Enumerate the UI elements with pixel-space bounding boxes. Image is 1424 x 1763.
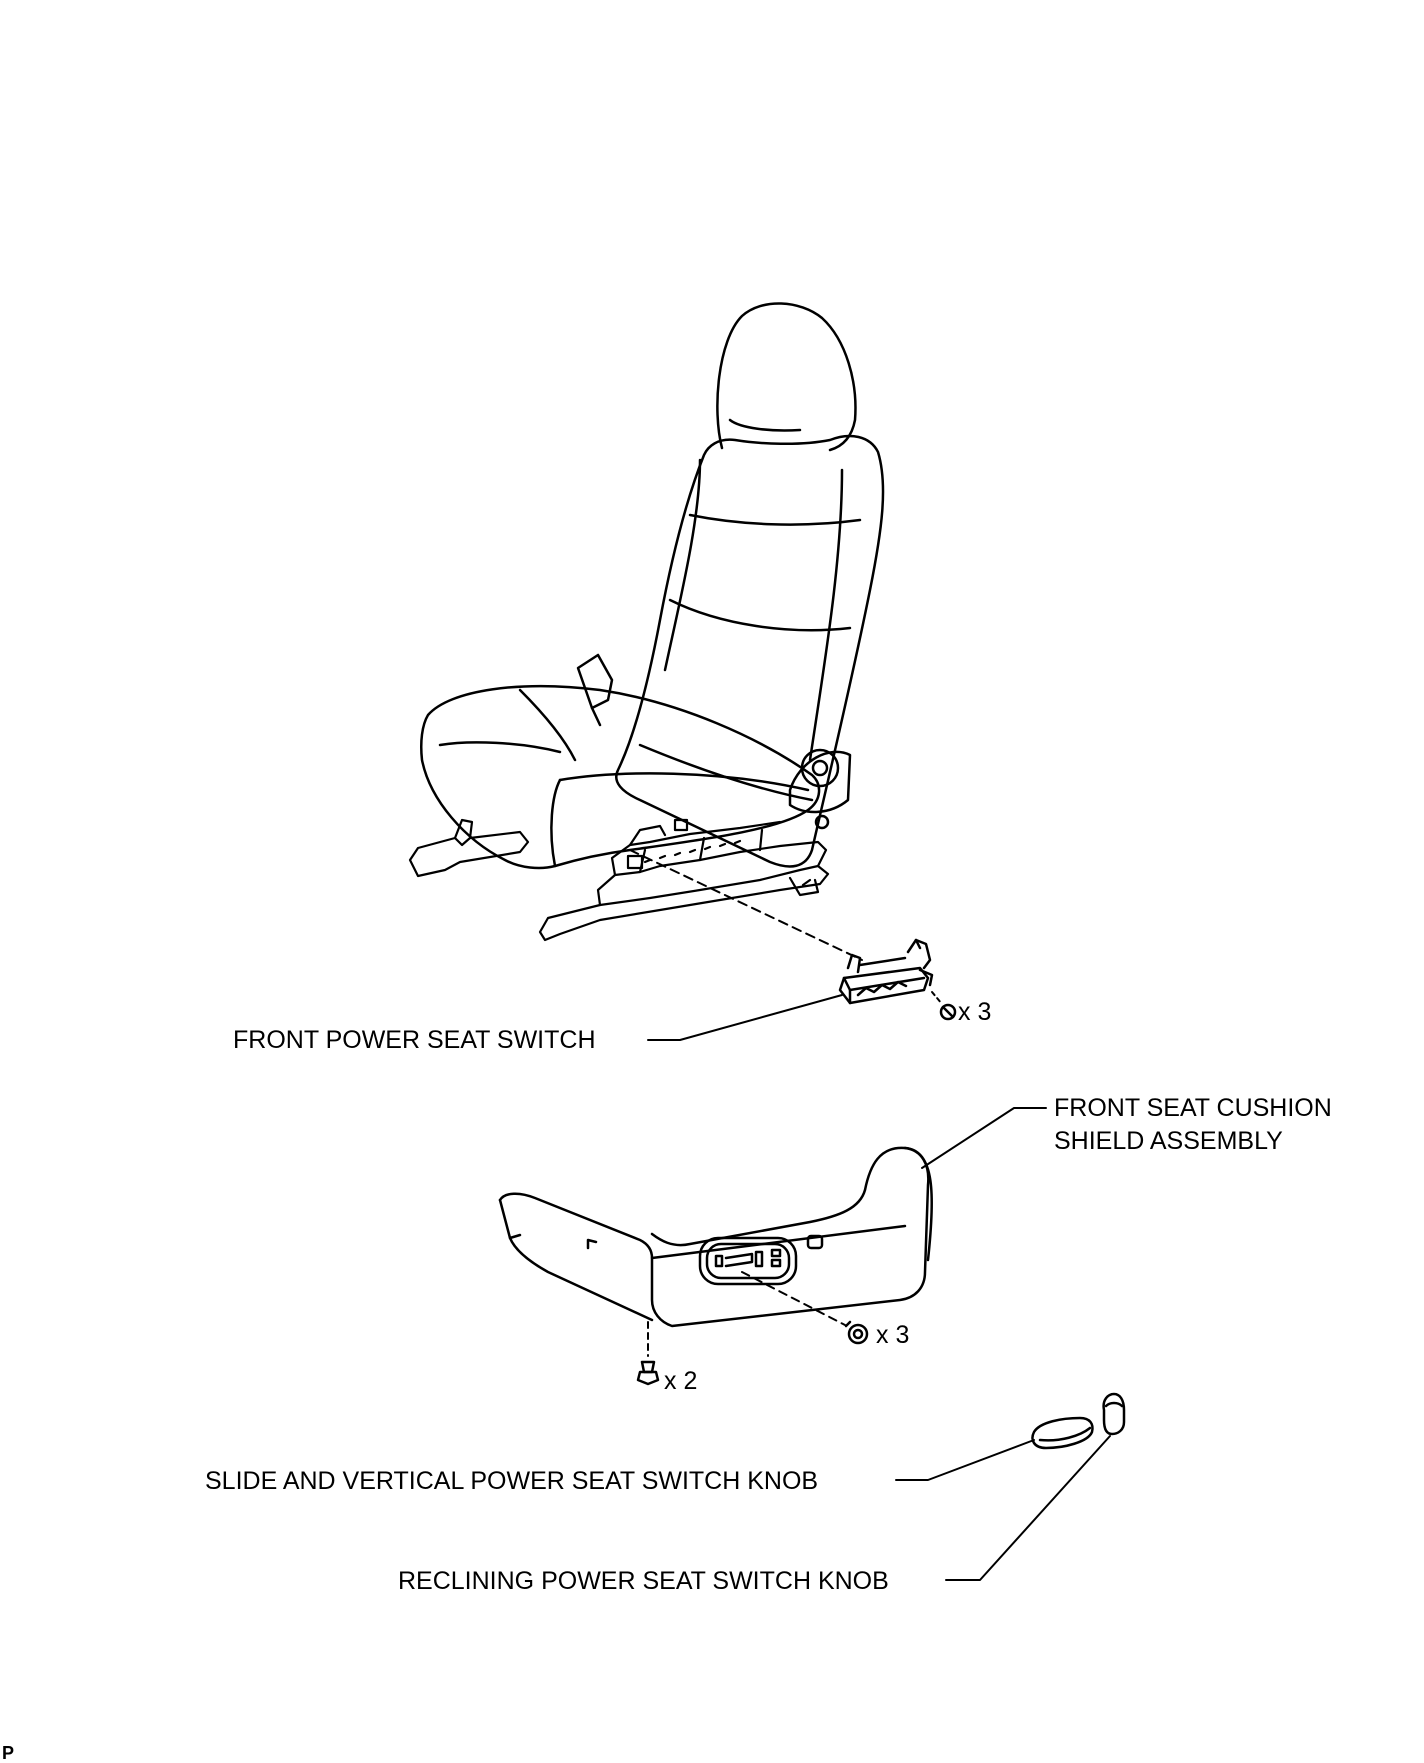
shield-screw bbox=[741, 1271, 869, 1345]
qty-shield-screws: x 3 bbox=[876, 1321, 910, 1349]
reclining-knob bbox=[1102, 1392, 1126, 1436]
qty-shield-clips: x 2 bbox=[664, 1367, 698, 1395]
shield-clip bbox=[636, 1321, 660, 1386]
label-cushion-shield-line1: FRONT SEAT CUSHION bbox=[1054, 1094, 1332, 1122]
front-seat-illustration bbox=[408, 302, 885, 942]
slide-vertical-knob bbox=[1031, 1416, 1094, 1450]
seat-rails bbox=[408, 818, 830, 942]
leader-slide-vertical-knob bbox=[895, 1439, 1035, 1481]
front-power-seat-switch bbox=[838, 938, 934, 1005]
label-slide-vertical-knob: SLIDE AND VERTICAL POWER SEAT SWITCH KNO… bbox=[205, 1467, 819, 1495]
label-front-power-seat-switch: FRONT POWER SEAT SWITCH bbox=[233, 1026, 596, 1054]
recliner-hinge bbox=[788, 748, 852, 830]
headrest bbox=[716, 302, 857, 452]
qty-switch-screws: x 3 bbox=[958, 998, 992, 1026]
seatback bbox=[615, 434, 885, 868]
switch-alignment-line bbox=[629, 849, 863, 961]
label-reclining-knob: RECLINING POWER SEAT SWITCH KNOB bbox=[398, 1567, 889, 1595]
front-seat-cushion-shield bbox=[498, 1146, 934, 1328]
leader-front-power-seat-switch bbox=[647, 994, 843, 1041]
label-cushion-shield-line2: SHIELD ASSEMBLY bbox=[1054, 1127, 1283, 1155]
leader-reclining-knob bbox=[945, 1435, 1111, 1581]
seat-belt-buckle bbox=[576, 653, 614, 727]
seat-cushion bbox=[420, 684, 821, 870]
leader-cushion-shield bbox=[921, 1107, 1047, 1169]
reference-code: P bbox=[2, 1743, 15, 1763]
switch-screw bbox=[931, 991, 957, 1021]
